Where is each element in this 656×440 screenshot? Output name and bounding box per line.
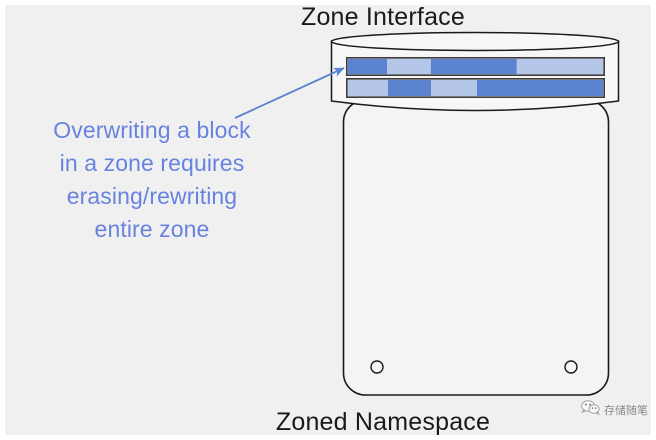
annotation-line-4: entire zone — [94, 216, 210, 242]
zone-block-1-3-written — [430, 59, 517, 74]
zone-bar-bottom — [345, 78, 605, 99]
wechat-icon — [581, 400, 600, 420]
zone-block-2-1-free — [348, 80, 389, 96]
watermark-label: 存储随笔 — [604, 404, 648, 417]
screw-hole-right — [564, 360, 578, 374]
watermark: 存储随笔 — [581, 400, 648, 420]
zone-block-1-1-written — [348, 59, 388, 74]
zone-block-1-4-free — [516, 59, 603, 74]
zone-bar-top — [345, 56, 605, 76]
zone-bars-group — [345, 56, 605, 99]
zone-block-2-3-free — [431, 80, 478, 96]
annotation-line-3: erasing/rewriting — [66, 183, 238, 209]
page-title-zoned-namespace: Zoned Namespace — [275, 408, 491, 436]
zone-block-2-2-written — [388, 80, 432, 96]
zone-block-2-4-written — [477, 80, 603, 96]
zone-interface-cylinder-top — [330, 31, 620, 52]
annotation-arrow — [234, 67, 345, 119]
annotation-line-1: Overwriting a block — [53, 117, 251, 143]
annotation-text: Overwriting a block in a zone requires e… — [2, 114, 302, 246]
page-title-zone-interface: Zone Interface — [300, 3, 465, 31]
annotation-line-2: in a zone requires — [59, 150, 245, 176]
zone-block-1-2-free — [387, 59, 431, 74]
ssd-body — [342, 99, 610, 396]
screw-hole-left — [370, 360, 384, 374]
